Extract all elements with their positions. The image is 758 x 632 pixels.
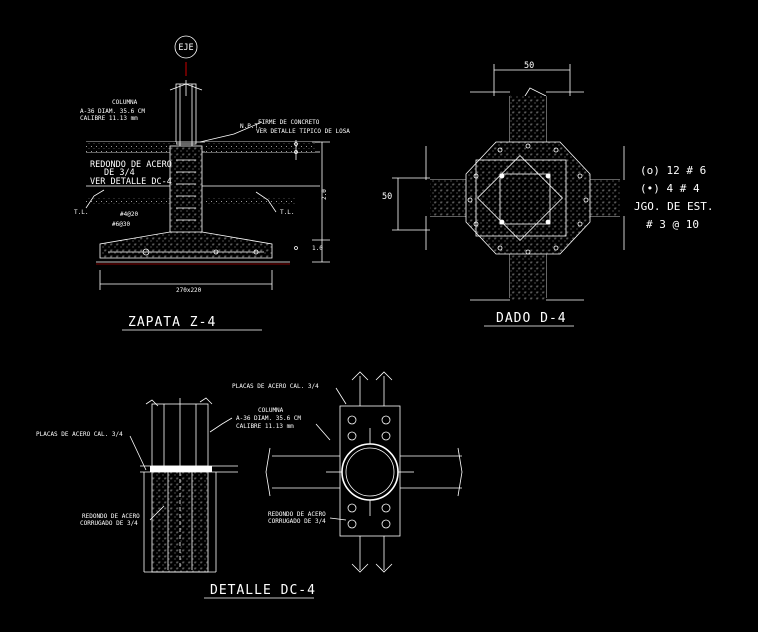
dado-section: [392, 64, 625, 327]
dado-dim-left: 50: [382, 192, 392, 202]
zapata-firme-2: VER DETALLE TIPICO DE LOSA: [256, 128, 350, 135]
eje-marker: [174, 35, 198, 59]
zapata-firme-1: FIRME DE CONCRETO: [258, 119, 320, 126]
zapata-bar-1: #4@20: [120, 211, 138, 218]
zapata-a36-2: CALIBRE 11.13 mm: [80, 115, 138, 122]
zapata-section: [85, 35, 330, 331]
dado-labels: 50 50 (o) 12 # 6 (•) 4 # 4 JGO. DE EST. …: [382, 61, 713, 326]
zapata-redondo-2: DE 3/4: [104, 168, 135, 178]
dado-legend-2: (•) 4 # 4: [640, 182, 700, 195]
detalle-bolts: [347, 415, 391, 529]
detalle-columna: COLUMNA: [258, 407, 284, 414]
detalle-placas-left: PLACAS DE ACERO CAL. 3/4: [36, 431, 123, 438]
zapata-bar-2: #6@30: [112, 221, 130, 228]
dado-bars: [467, 143, 589, 255]
zapata-tl-right: T.L.: [280, 209, 294, 216]
zapata-npt: N.P.T.: [240, 123, 262, 130]
detalle-redondo-right-2: CORRUGADO DE 3/4: [268, 518, 326, 525]
zapata-dim-base: 1.0: [312, 245, 323, 252]
zapata-title: ZAPATA Z-4: [128, 315, 216, 330]
detalle-redondo-left-1: REDONDO DE ACERO: [82, 513, 140, 520]
detalle-a36-2: CALIBRE 11.13 mm: [236, 423, 294, 430]
zapata-dim-height: 2.0: [321, 189, 328, 200]
detalle-redondo-left-2: CORRUGADO DE 3/4: [80, 520, 138, 527]
detalle-section: [129, 371, 463, 599]
dado-dim-top: 50: [524, 61, 534, 71]
detalle-redondo-right-1: REDONDO DE ACERO: [268, 511, 326, 518]
zapata-redondo-1: REDONDO DE ACERO: [90, 160, 172, 170]
detalle-a36-1: A-36 DIAM. 35.6 CM: [236, 415, 301, 422]
zapata-columna: COLUMNA: [112, 99, 138, 106]
zapata-a36-1: A-36 DIAM. 35.6 CM: [80, 108, 145, 115]
detalle-placas-top: PLACAS DE ACERO CAL. 3/4: [232, 383, 319, 390]
zapata-labels: EJE COLUMNA A-36 DIAM. 35.6 CM CALIBRE 1…: [74, 43, 350, 330]
dado-legend-3: JGO. DE EST.: [634, 200, 713, 213]
dado-legend-1: (o) 12 # 6: [640, 164, 706, 177]
zapata-redondo-3: VER DETALLE DC-4: [90, 177, 172, 187]
dado-title: DADO D-4: [496, 311, 567, 326]
zapata-tl-left: T.L.: [74, 209, 88, 216]
detalle-title: DETALLE DC-4: [210, 583, 316, 598]
zapata-dim-width: 270x220: [176, 287, 202, 294]
dado-legend-4: # 3 @ 10: [646, 218, 699, 231]
eje-label: EJE: [178, 43, 193, 53]
detalle-labels: PLACAS DE ACERO CAL. 3/4 PLACAS DE ACERO…: [36, 383, 326, 598]
